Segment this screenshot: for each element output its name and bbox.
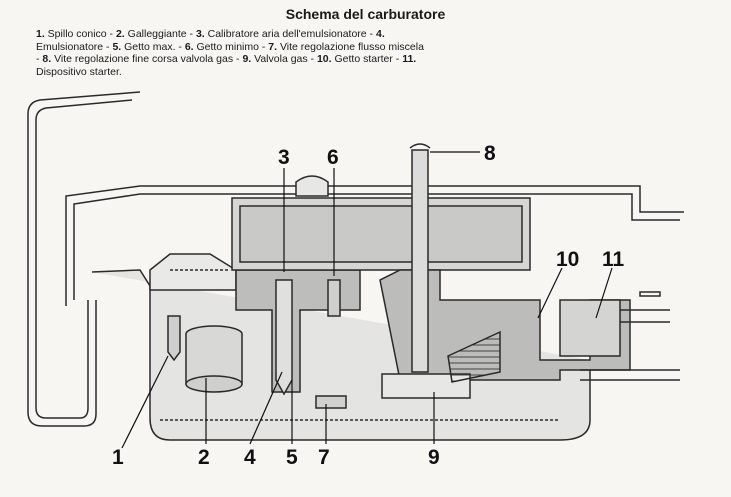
legend-num-7: 7. xyxy=(268,40,278,53)
legend-text-8: Vite regolazione fine corsa valvola gas … xyxy=(51,53,243,65)
legend-num-9: 9. xyxy=(242,53,252,65)
diagram-title: Schema del carburatore xyxy=(285,6,446,22)
legend-num-6: 6. xyxy=(184,40,194,53)
legend-num-11: 11. xyxy=(402,53,417,65)
throttle-valve xyxy=(381,373,471,399)
emulsifier-tube xyxy=(275,279,293,396)
intake-tube xyxy=(27,91,141,427)
leader-11 xyxy=(595,267,613,319)
mixture-screw xyxy=(315,395,347,409)
legend-num-1: 1. xyxy=(36,28,45,40)
idle-jet xyxy=(327,279,341,317)
legend-text-4: Emulsionatore - xyxy=(36,40,113,53)
legend-num-8: 8. xyxy=(42,53,52,65)
leader-1 xyxy=(121,355,169,449)
return-spring xyxy=(447,330,501,383)
legend-num-4: 4. xyxy=(375,28,385,40)
legend-num-10: 10. xyxy=(316,53,332,65)
leader-4 xyxy=(249,371,283,445)
stop-screw xyxy=(411,149,429,373)
legend-text-10: Getto starter - xyxy=(331,53,403,65)
legend-text-3: Calibratore aria dell'emulsionatore - xyxy=(204,28,376,40)
legend-num-5: 5. xyxy=(112,40,122,53)
conical-needle xyxy=(167,315,181,362)
legend-text-6: Getto minimo - xyxy=(193,40,269,53)
legend-text-5: Getto max. - xyxy=(121,40,185,53)
legend-num-3: 3. xyxy=(195,28,205,40)
legend-num-2: 2. xyxy=(115,28,125,40)
legend-text-1: Spillo conico - xyxy=(44,28,116,40)
leader-10 xyxy=(537,267,563,319)
legend-caption: 1. Spillo conico - 2. Galleggiante - 3. … xyxy=(36,28,428,78)
starter-device xyxy=(559,299,621,357)
top-cover xyxy=(65,185,684,306)
legend-text-7: Vite regolazione flusso miscela - xyxy=(36,40,424,66)
legend-text-2: Galleggiante - xyxy=(124,28,196,40)
legend-text-11: Dispositivo starter. xyxy=(36,65,122,78)
legend-text-9: Valvola gas - xyxy=(251,53,317,65)
